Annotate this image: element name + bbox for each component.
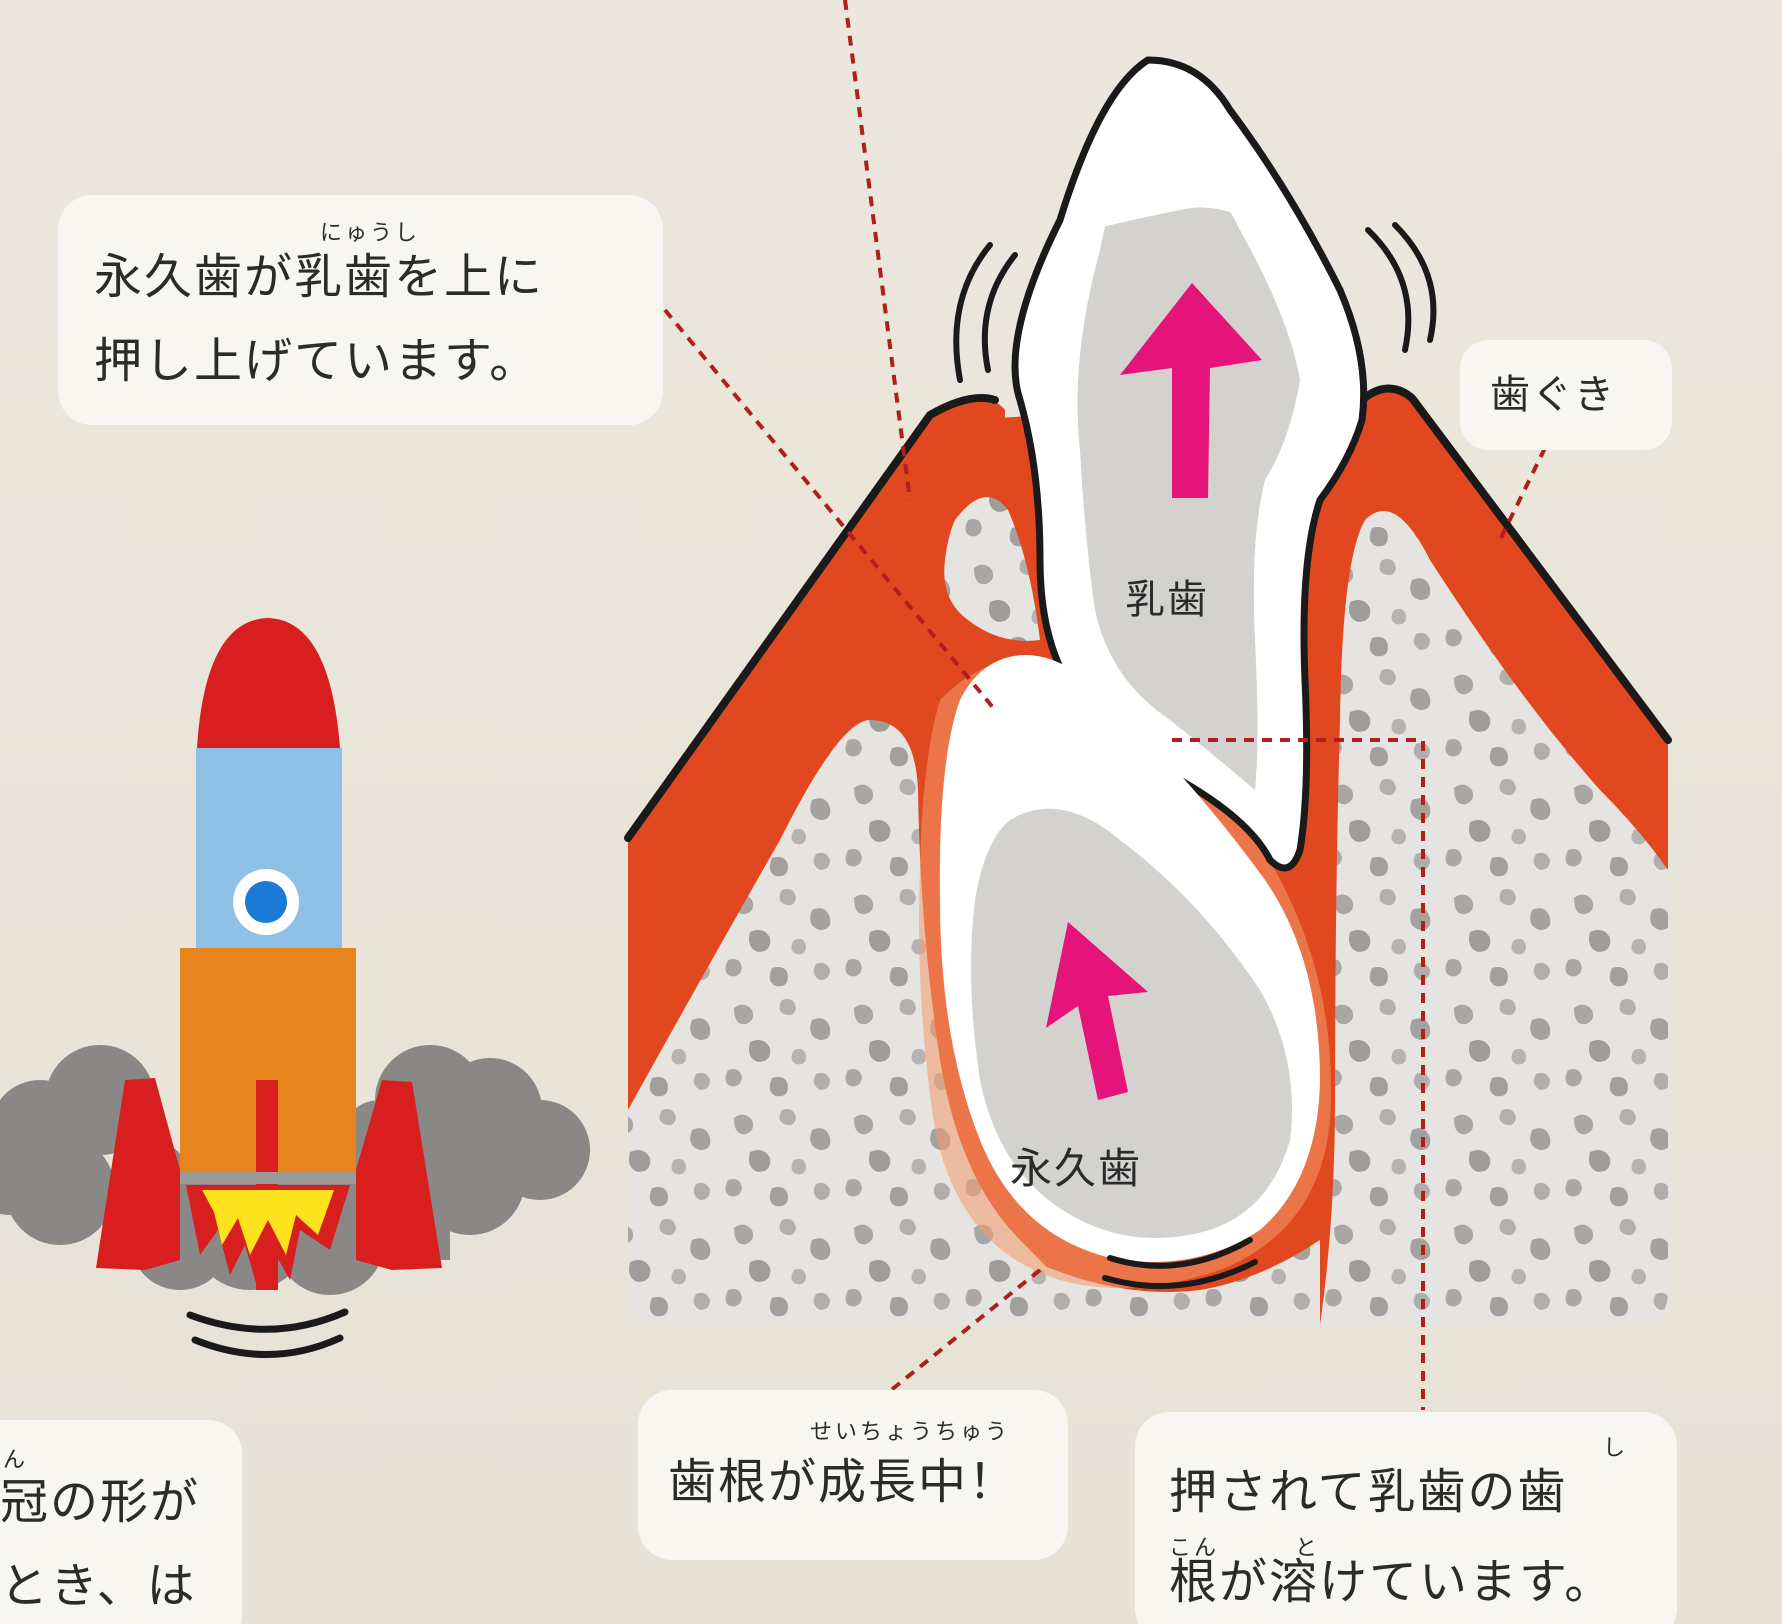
rocket-fin-left — [96, 1078, 180, 1270]
tooth-cross-section — [624, 0, 1672, 1410]
cropped-line-2: とき、は — [0, 1558, 197, 1614]
callout-line-1: 永久歯が乳歯を上に — [94, 249, 545, 305]
ruby-seichouchuu: せいちょうちゅう — [810, 1420, 1011, 1445]
gum-label: 歯ぐき — [1490, 372, 1616, 418]
callout-permanent-pushing: にゅうし 永久歯が乳歯を上に 押し上げています。 — [58, 195, 663, 425]
baby-tooth-label: 乳歯 — [1125, 577, 1209, 623]
rocket-fin-right — [356, 1080, 442, 1270]
callout-gum: 歯ぐき — [1460, 340, 1672, 450]
root-dissolving-line-2: 根が溶けています。 — [1169, 1554, 1615, 1610]
ruby-nyushi: にゅうし — [320, 221, 421, 246]
vibration-marks-bottom — [1102, 1237, 1258, 1290]
vibration-marks — [953, 222, 1437, 383]
launch-marks — [186, 1308, 349, 1358]
callout-root-dissolving: し 押されて乳歯の歯 こん と 根が溶けています。 — [1135, 1412, 1677, 1624]
callout-cropped-left: かん 冠の形が とき、は — [0, 1420, 242, 1624]
callout-root-growing: せいちょうちゅう 歯根が成長中！ — [638, 1390, 1068, 1560]
ruby-kon: こん — [1169, 1536, 1220, 1561]
jaw-bone-left — [628, 720, 1100, 1325]
permanent-tooth-label: 永久歯 — [1010, 1144, 1143, 1193]
jaw-bone-right — [1320, 511, 1668, 1325]
arrow-up-icon — [1120, 283, 1262, 498]
gum-outline — [624, 393, 999, 842]
arrow-up-icon-permanent — [1046, 922, 1148, 1100]
rocket-illustration — [0, 618, 590, 1358]
ruby-to: と — [1295, 1536, 1321, 1561]
rocket-nose — [197, 618, 340, 748]
ruby-kan: かん — [0, 1448, 29, 1473]
root-dissolving-line-1: 押されて乳歯の歯 — [1169, 1464, 1568, 1520]
leader-lines — [663, 0, 1547, 1410]
root-growing-text: 歯根が成長中！ — [668, 1454, 1019, 1510]
permanent-tooth — [939, 655, 1320, 1262]
cropped-line-1: 冠の形が — [0, 1474, 201, 1530]
callout-line-2: 押し上げています。 — [94, 333, 540, 389]
ruby-shi: し — [1603, 1436, 1629, 1461]
